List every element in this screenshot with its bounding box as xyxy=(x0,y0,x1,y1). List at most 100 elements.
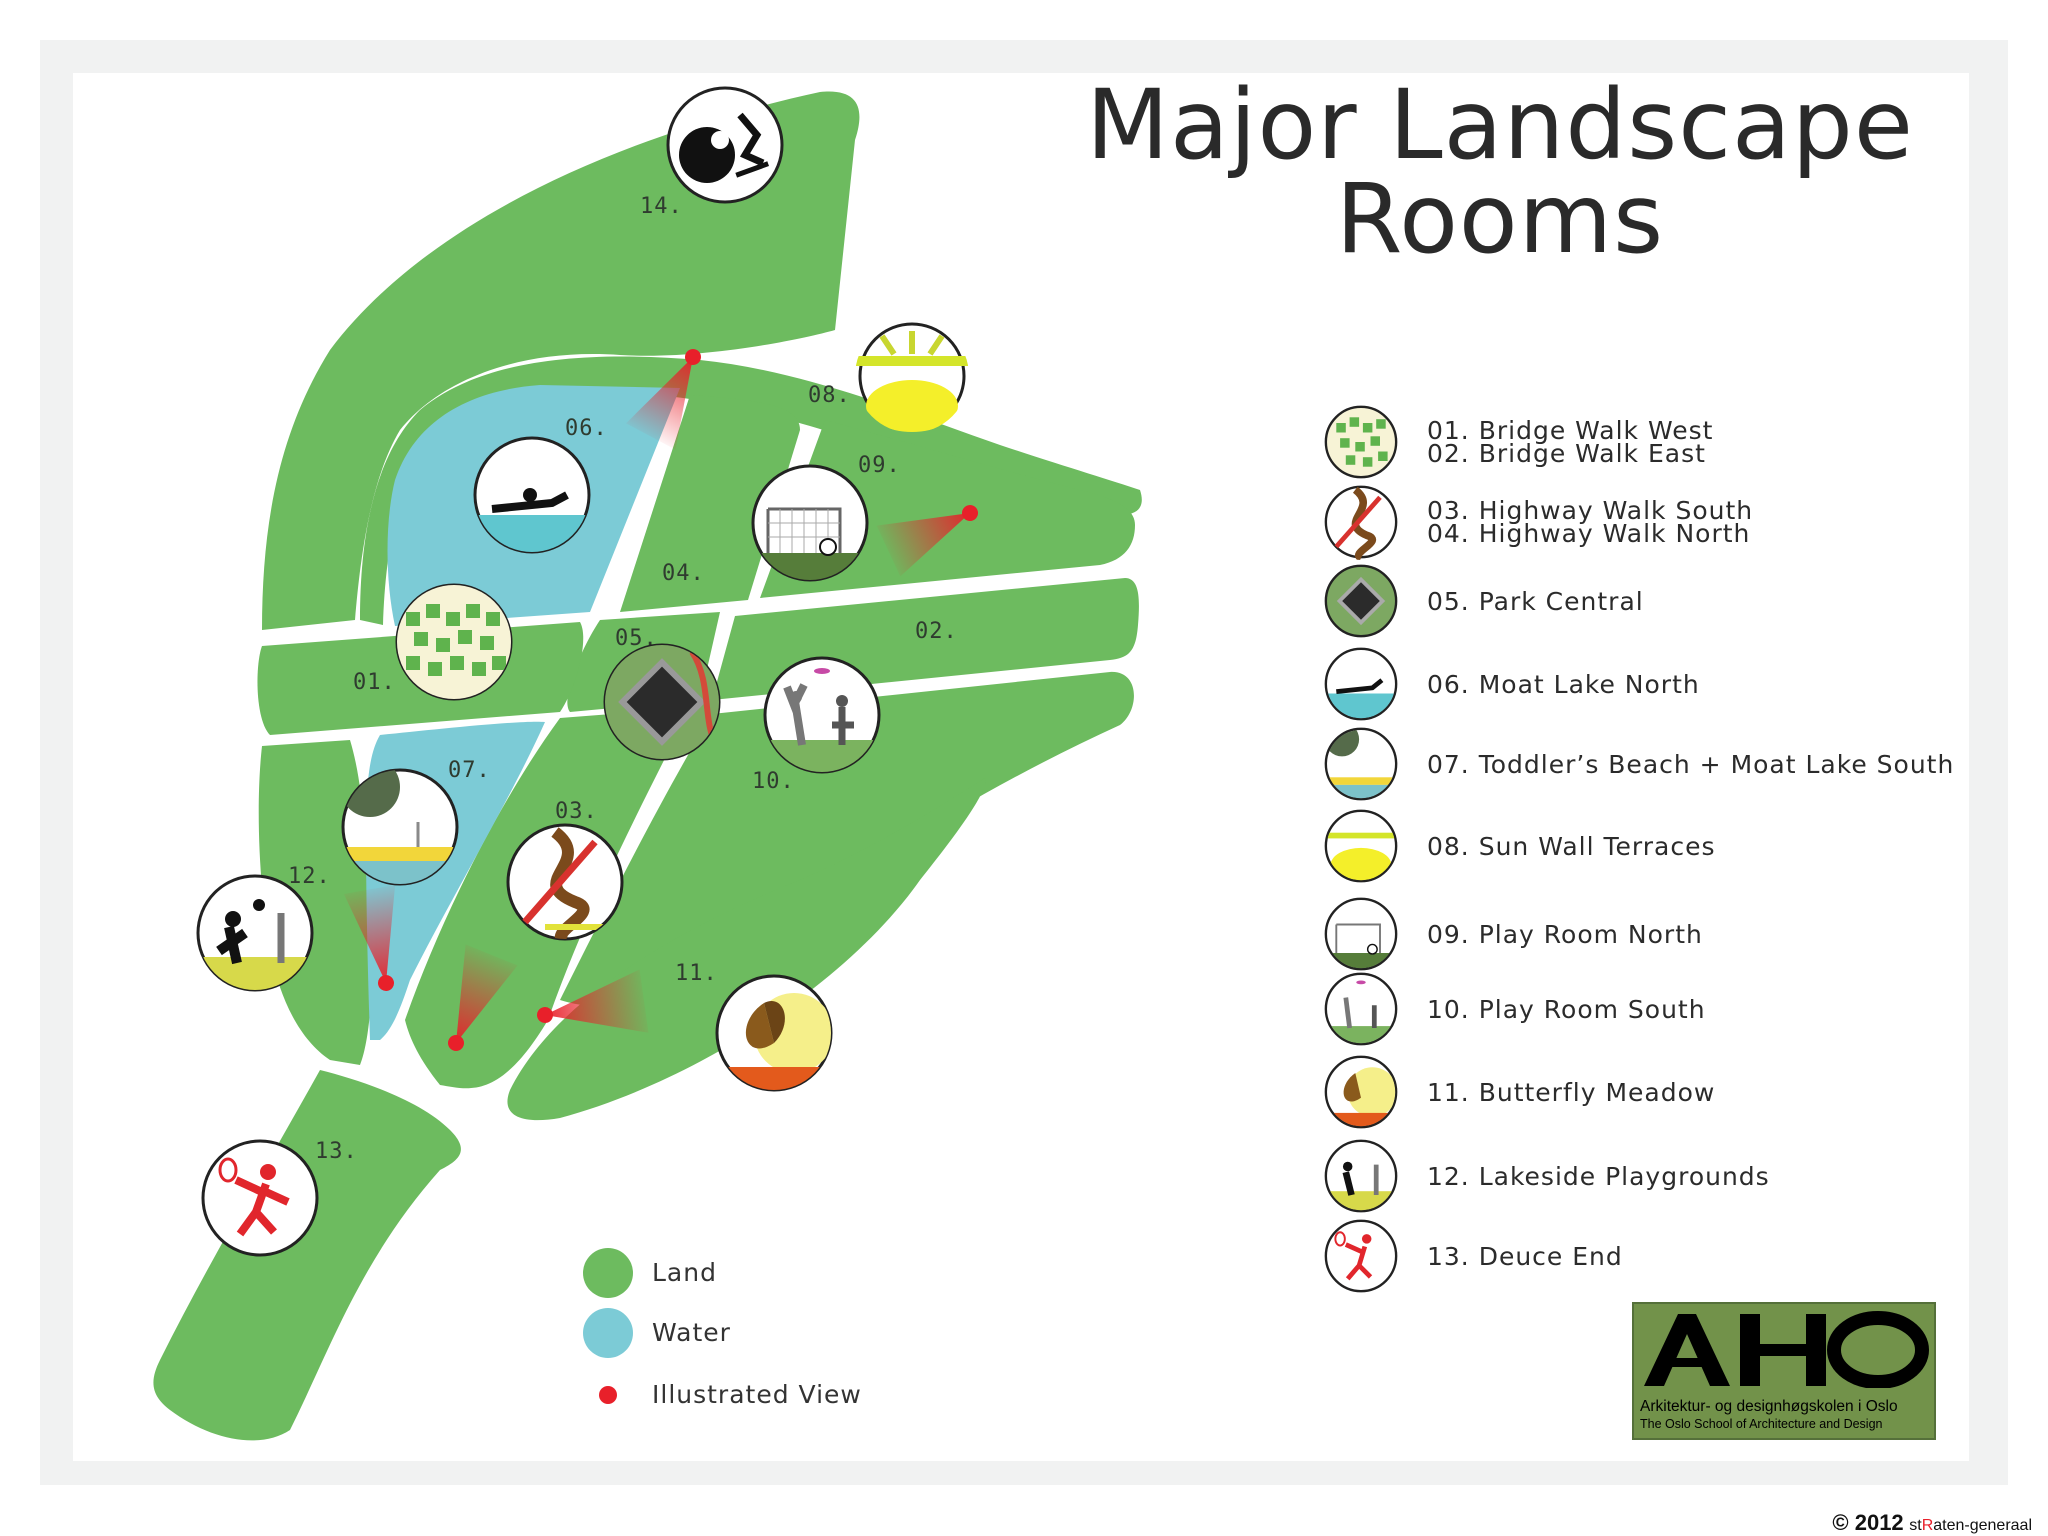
park-central-diamond-icon xyxy=(1324,564,1398,638)
highway-walk-ribbon-icon xyxy=(1324,485,1398,560)
legend-line: 04. Highway Walk North xyxy=(1427,519,1751,548)
legend-line: 01. Bridge Walk West xyxy=(1427,416,1714,445)
legend-text-11: 11. Butterfly Meadow xyxy=(1427,1077,1716,1107)
legend-text-08: 08. Sun Wall Terraces xyxy=(1427,831,1716,861)
highway-walk-ribbon-icon xyxy=(506,823,624,941)
logo-school-name-norwegian: Arkitektur- og designhøgskolen i Oslo xyxy=(1640,1398,1898,1415)
tennis-player-icon xyxy=(1324,1219,1398,1293)
tennis-player-icon xyxy=(201,1139,319,1257)
copyright-owner-prefix: st xyxy=(1909,1517,1922,1534)
legend-line: 07. Toddler’s Beach + Moat Lake South xyxy=(1427,749,1955,779)
map-label-01: 01. xyxy=(353,670,396,695)
legend-item-05: 05. Park Central xyxy=(1323,562,1644,640)
legend-item-11: 11. Butterfly Meadow xyxy=(1323,1053,1715,1131)
key-row-land: Land xyxy=(652,1258,717,1287)
sun-wall-icon xyxy=(855,322,969,432)
key-label-water: Water xyxy=(652,1318,731,1347)
aho-logo-letters xyxy=(1644,1311,1929,1388)
view-cone-07 xyxy=(343,884,396,991)
copyright-year: © 2012 xyxy=(1832,1510,1904,1535)
land-area-11 xyxy=(507,778,986,1121)
frisbee-players-icon xyxy=(1324,972,1398,1046)
bridge-walk-pattern-icon xyxy=(1324,405,1398,479)
illustrated-views xyxy=(343,349,978,1051)
skateboarder-icon xyxy=(666,86,784,204)
land-area-04 xyxy=(620,395,800,612)
key-row-water: Water xyxy=(652,1318,731,1347)
map-label-02: 02. xyxy=(915,619,958,644)
legend-line: 05. Park Central xyxy=(1427,586,1644,616)
view-cone-09 xyxy=(876,505,978,577)
map-label-04: 04. xyxy=(662,561,705,586)
legend-text-01-02: 01. Bridge Walk West 02. Bridge Walk Eas… xyxy=(1427,416,1714,468)
legend-line: 13. Deuce End xyxy=(1427,1241,1623,1271)
legend-text-05: 05. Park Central xyxy=(1427,586,1644,616)
page-title: Major Landscape Rooms xyxy=(900,69,2048,275)
key-label-land: Land xyxy=(652,1258,717,1287)
tree-beach-icon xyxy=(1324,727,1398,801)
legend-line: 12. Lakeside Playgrounds xyxy=(1427,1161,1770,1191)
copyright-owner-highlight: R xyxy=(1921,1517,1934,1534)
swimmer-icon xyxy=(1324,647,1398,721)
legend-item-09: 09. Play Room North xyxy=(1323,895,1703,973)
land-area-10 xyxy=(560,671,1134,1007)
map-label-12: 12. xyxy=(288,864,331,889)
map-icons xyxy=(196,86,969,1257)
copyright-notice: © 2012 stRaten-generaal xyxy=(1832,1510,2032,1536)
map-label-03: 03. xyxy=(555,799,598,824)
copyright-owner-suffix: aten-generaal xyxy=(1933,1517,2032,1534)
view-cone-06 xyxy=(626,349,701,450)
map-labels: 01. 02. 03. 04. 05. 06. 07. 08. 09. 10. … xyxy=(288,194,958,1164)
map-label-06: 06. xyxy=(565,416,608,441)
key-row-view: Illustrated View xyxy=(652,1380,862,1409)
water-swatch xyxy=(583,1308,633,1358)
legend-line: 08. Sun Wall Terraces xyxy=(1427,831,1716,861)
legend-text-03-04: 03. Highway Walk South 04. Highway Walk … xyxy=(1427,496,1754,548)
legend-item-13: 13. Deuce End xyxy=(1323,1217,1623,1295)
map-key xyxy=(583,1248,633,1404)
legend-text-12: 12. Lakeside Playgrounds xyxy=(1427,1161,1770,1191)
legend-item-03-04: 03. Highway Walk South 04. Highway Walk … xyxy=(1323,483,1753,561)
legend-line: 10. Play Room South xyxy=(1427,994,1706,1024)
legend-item-08: 08. Sun Wall Terraces xyxy=(1323,807,1715,885)
butterfly-icon xyxy=(715,974,833,1092)
map-label-08: 08. xyxy=(808,383,851,408)
legend-line: 06. Moat Lake North xyxy=(1427,669,1700,699)
map-label-10: 10. xyxy=(752,769,795,794)
legend-item-10: 10. Play Room South xyxy=(1323,970,1706,1048)
legend-text-09: 09. Play Room North xyxy=(1427,919,1703,949)
map-label-14: 14. xyxy=(640,194,683,219)
legend-item-06: 06. Moat Lake North xyxy=(1323,645,1700,723)
land-swatch xyxy=(583,1248,633,1298)
land-area-13 xyxy=(153,1070,461,1441)
view-cone-11 xyxy=(537,969,649,1033)
soccer-goal-icon xyxy=(1324,897,1398,971)
legend-line: 03. Highway Walk South xyxy=(1427,496,1754,525)
map-label-07: 07. xyxy=(448,758,491,783)
page-title-line1: Major Landscape xyxy=(1086,69,1914,181)
map-label-09: 09. xyxy=(858,453,901,478)
sun-wall-icon xyxy=(1324,809,1398,883)
legend-line: 11. Butterfly Meadow xyxy=(1427,1077,1716,1107)
bridge-walk-pattern-icon xyxy=(395,583,513,701)
legend-text-13: 13. Deuce End xyxy=(1427,1241,1623,1271)
legend-item-07: 07. Toddler’s Beach + Moat Lake South xyxy=(1323,725,1954,803)
park-central-diamond-icon xyxy=(603,643,721,761)
volleyball-players-icon xyxy=(1324,1139,1398,1213)
butterfly-icon xyxy=(1324,1055,1398,1129)
map-label-13: 13. xyxy=(315,1139,358,1164)
legend-item-12: 12. Lakeside Playgrounds xyxy=(1323,1137,1770,1215)
illustrated-view-swatch xyxy=(599,1386,617,1404)
legend-text-06: 06. Moat Lake North xyxy=(1427,669,1700,699)
logo-school-name-english: The Oslo School of Architecture and Desi… xyxy=(1640,1417,1883,1431)
legend-item-01-02: 01. Bridge Walk West 02. Bridge Walk Eas… xyxy=(1323,403,1713,481)
legend-line: 09. Play Room North xyxy=(1427,919,1703,949)
land-area-14-outer-ring xyxy=(262,91,860,631)
legend-text-10: 10. Play Room South xyxy=(1427,994,1706,1024)
legend-text-07: 07. Toddler’s Beach + Moat Lake South xyxy=(1427,749,1955,779)
key-label-illustrated-view: Illustrated View xyxy=(652,1380,862,1409)
page-title-line2: Rooms xyxy=(1335,163,1665,275)
legend-line: 02. Bridge Walk East xyxy=(1427,439,1706,468)
map-label-11: 11. xyxy=(675,961,718,986)
